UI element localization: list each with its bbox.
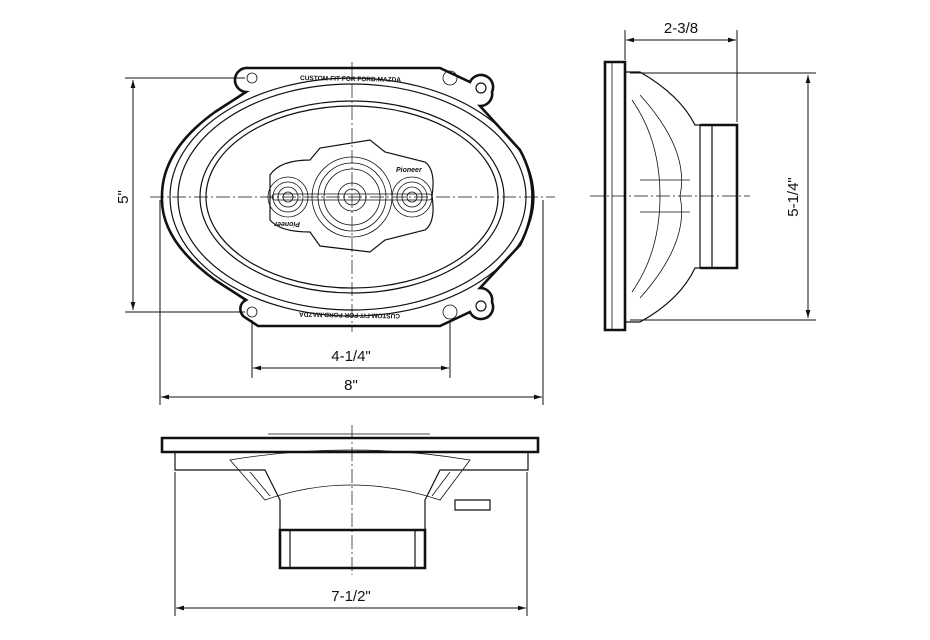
side-depth-label: 2-3/8 — [664, 20, 698, 37]
side-view — [590, 60, 750, 332]
dimension-bottom-width: 7-1/2" — [174, 472, 528, 616]
dimension-mount-spacing: 4-1/4" — [251, 320, 451, 378]
front-bottom-label: CUSTOM-FIT FOR FORD.MAZDA — [299, 310, 400, 319]
dimension-side-height: 5-1/4" — [630, 72, 816, 321]
front-top-label: CUSTOM-FIT FOR FORD.MAZDA — [300, 75, 401, 84]
brand-logo-bottom: Pioneer — [273, 220, 300, 227]
bottom-view — [160, 425, 540, 575]
front-height-label: 5" — [115, 190, 132, 204]
brand-logo-top: Pioneer — [396, 167, 423, 174]
dimension-front-width: 8" — [159, 200, 544, 405]
dimension-front-height: 5" — [115, 77, 245, 313]
front-width-label: 8" — [344, 377, 358, 394]
mount-spacing-label: 4-1/4" — [331, 348, 371, 365]
bottom-width-label: 7-1/2" — [331, 588, 371, 605]
dimension-side-depth: 2-3/8 — [624, 20, 738, 122]
front-view: CUSTOM-FIT FOR FORD.MAZDA CUSTOM-FIT FOR… — [150, 62, 555, 332]
side-height-label: 5-1/4" — [785, 177, 802, 217]
